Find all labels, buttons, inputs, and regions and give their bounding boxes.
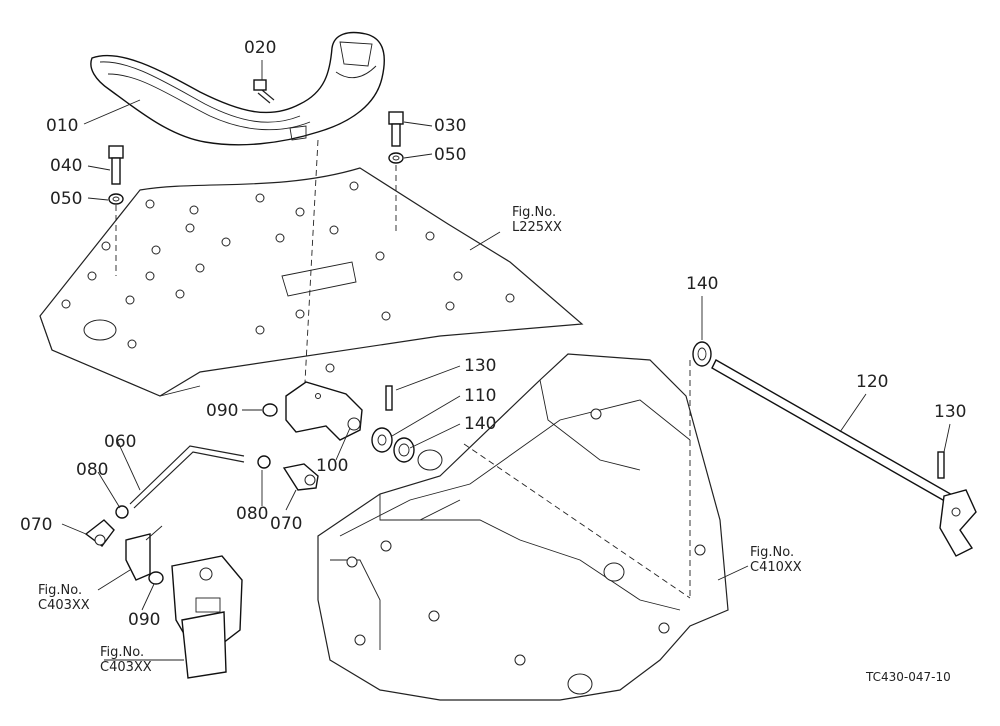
rod-part-060 [129,445,245,509]
nut-part-090-lower [148,571,164,585]
bracket-part-100 [285,381,363,441]
figure-ref-code: C410XX [750,559,802,575]
figure-ref-label: Fig.No. [100,645,145,660]
floor-plate [39,139,584,397]
rod-end-part-070-left [84,519,115,547]
pin-part-130-left [385,385,393,411]
callout-110: 110 [464,386,497,406]
callout-010: 010 [46,116,79,136]
collar-part-110 [371,427,393,453]
figure-ref-c410xx: Fig.No. C410XX [750,545,802,576]
figure-ref-l225xx: Fig.No. L225XX [512,205,562,236]
drawing-code: TC430-047-10 [866,670,951,684]
pin-part-130-right [937,451,945,479]
callout-050-left: 050 [50,189,83,209]
nut-part-050-right [388,152,404,164]
nut-part-080-right [257,455,271,469]
callout-080-right: 080 [236,504,269,524]
callout-120: 120 [856,372,889,392]
callout-090-lower: 090 [128,610,161,630]
shaft-part-120 [711,359,977,557]
figure-ref-c403xx-upper: Fig.No. C403XX [38,583,90,614]
figure-ref-code: L225XX [512,219,562,235]
figure-ref-label: Fig.No. [750,545,795,560]
bolt-part-020 [253,79,275,104]
callout-100: 100 [316,456,349,476]
transmission-housing [317,353,729,701]
hydraulic-valve-block [171,555,243,679]
figure-ref-label: Fig.No. [38,583,83,598]
nut-part-050-left [108,193,124,205]
bolt-part-040 [108,145,124,185]
bearing-part-140-right [692,341,712,367]
callout-140-right: 140 [686,274,719,294]
callout-140-left: 140 [464,414,497,434]
figure-ref-code: C403XX [38,597,90,613]
valve-bracket [125,525,163,581]
callout-080-left: 080 [76,460,109,480]
nut-part-080-left [115,505,129,519]
leader-lines [61,60,951,661]
callout-040: 040 [50,156,83,176]
callout-070-left: 070 [20,515,53,535]
figure-ref-label: Fig.No. [512,205,557,220]
figure-ref-code: C403XX [100,659,152,675]
callout-130-right: 130 [934,402,967,422]
pedal-part-010 [90,31,385,146]
callout-030: 030 [434,116,467,136]
callout-130-left: 130 [464,356,497,376]
callout-050-right: 050 [434,145,467,165]
callout-060: 060 [104,432,137,452]
nut-part-090-upper [262,403,278,417]
callout-020: 020 [244,38,277,58]
bolt-part-030 [388,111,404,147]
rod-end-part-070-right [282,463,319,491]
figure-ref-c403xx-lower: Fig.No. C403XX [100,645,152,676]
callout-090-upper: 090 [206,401,239,421]
bearing-part-140-left [393,437,415,463]
callout-070-right: 070 [270,514,303,534]
